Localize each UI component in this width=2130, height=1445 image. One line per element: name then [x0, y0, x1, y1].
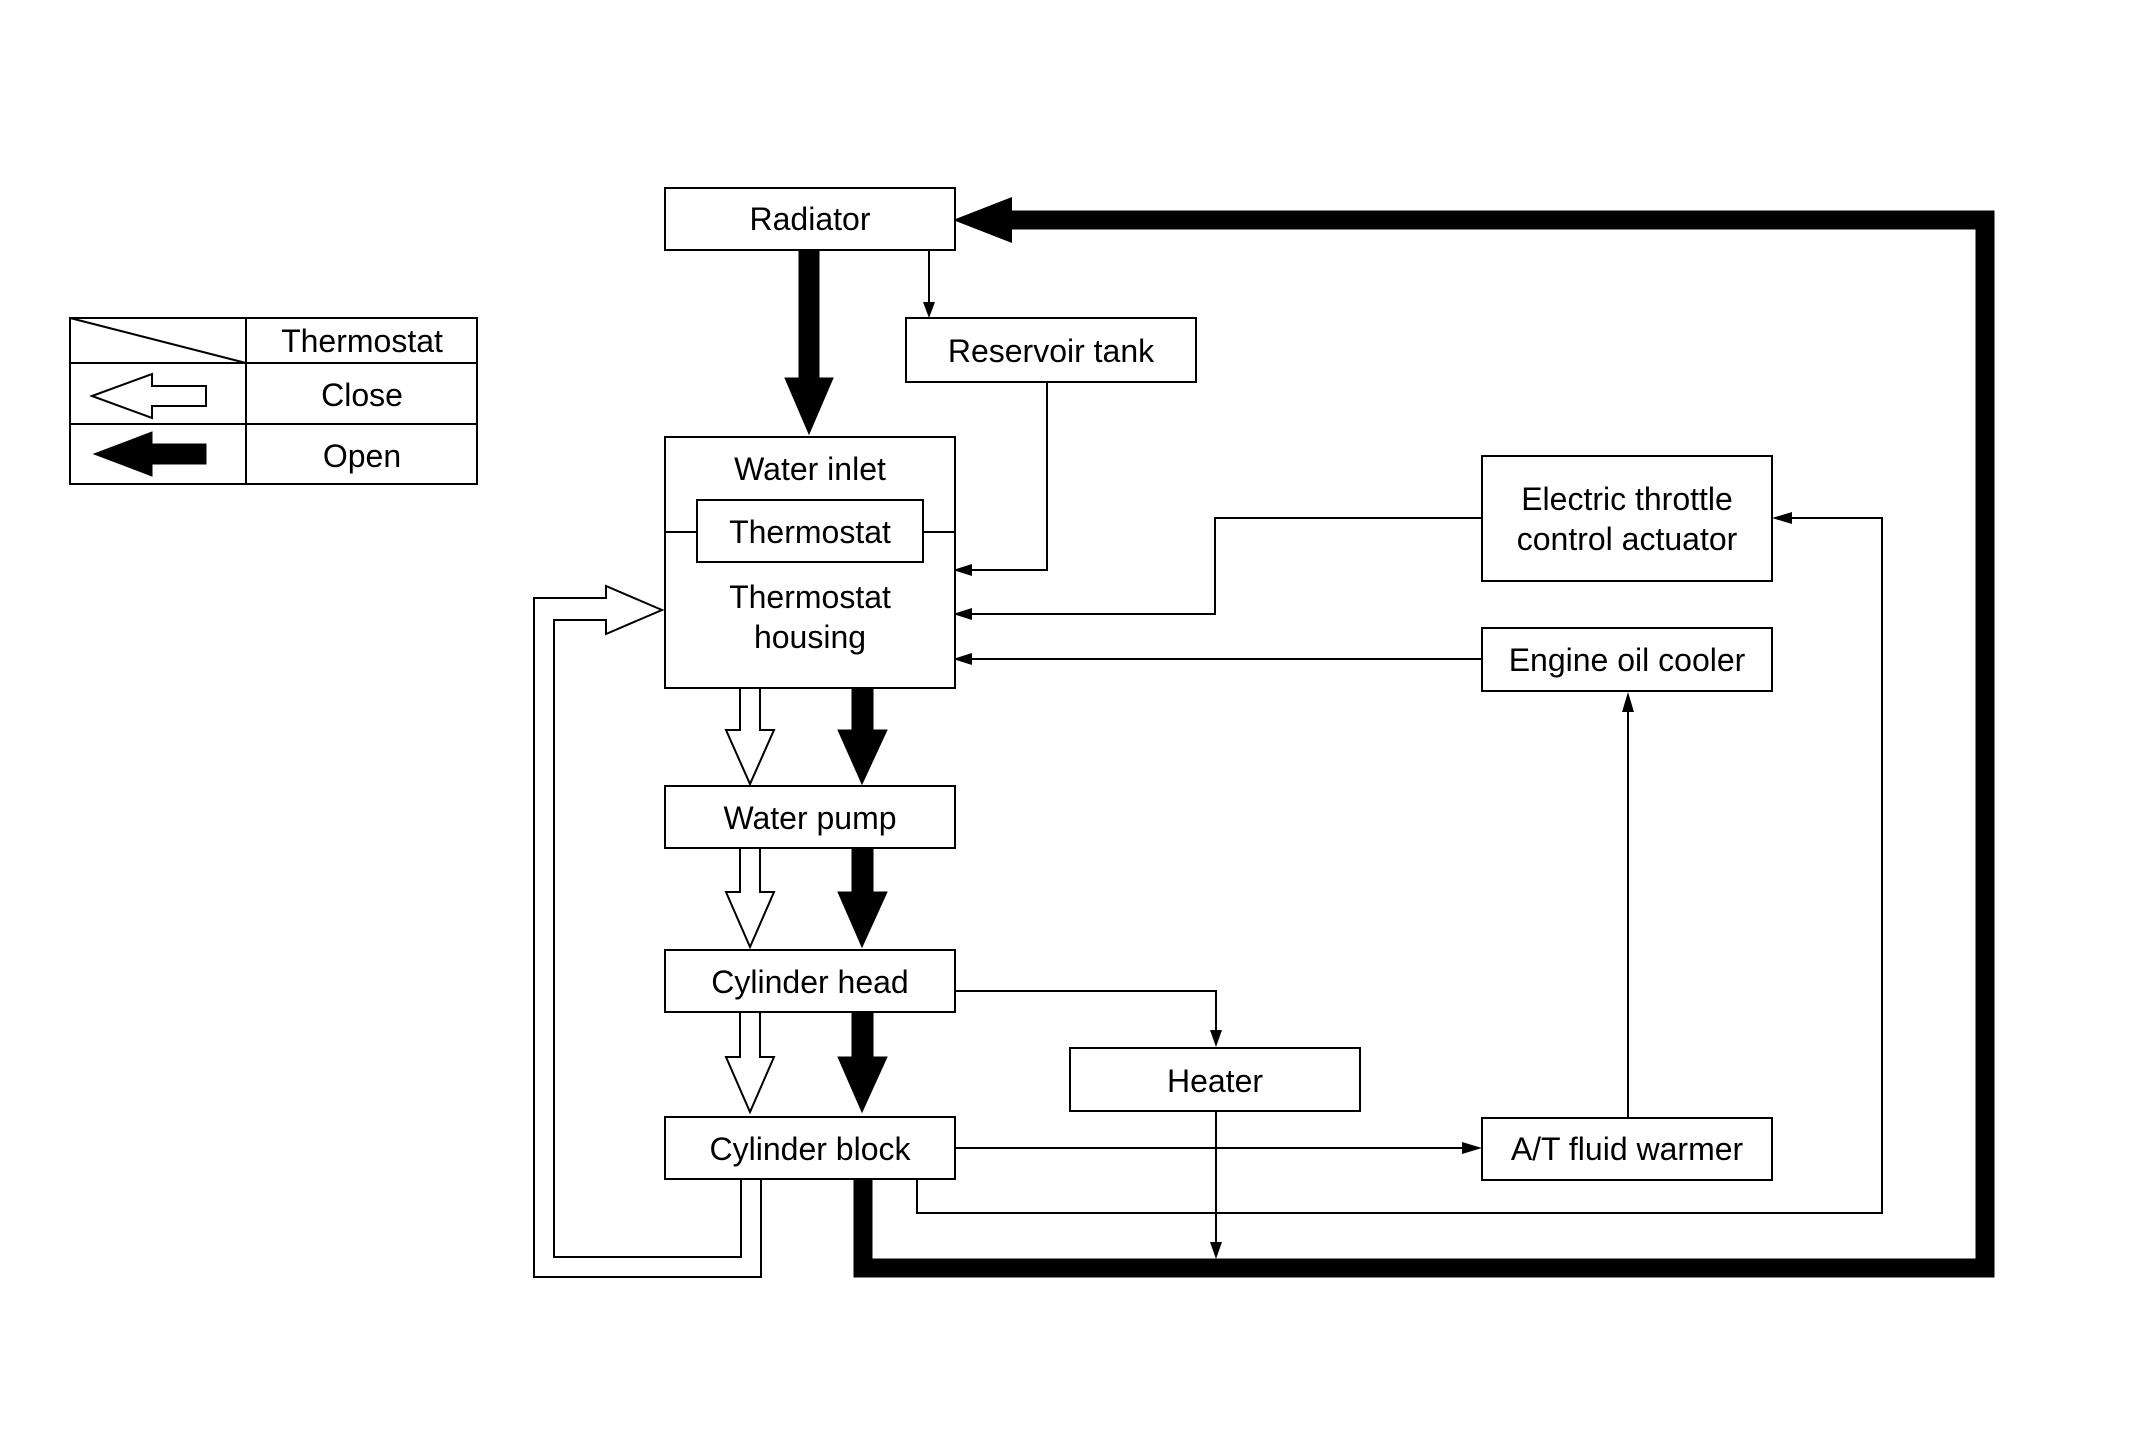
throttle-arrowhead: [1772, 512, 1792, 524]
reservoir-tank-label: Reservoir tank: [948, 333, 1155, 369]
thermostat-housing-box: Water inlet Thermostat Thermostat housin…: [664, 436, 956, 689]
electric-throttle-label-line1: Electric throttle: [1521, 481, 1733, 517]
reservoir-arrowhead: [923, 302, 935, 318]
water-inlet-label: Water inlet: [734, 451, 886, 487]
closed-arrow-head-to-block: [724, 1010, 776, 1115]
legend-diagonal: [69, 317, 247, 364]
legend-header: Thermostat: [281, 323, 443, 359]
heater-arrowhead: [1210, 1030, 1222, 1047]
open-arrow-head-to-block: [837, 1010, 888, 1114]
electric-throttle-label-line2: control actuator: [1517, 521, 1738, 557]
hollow-arrow-icon: [89, 372, 207, 420]
at-fluid-warmer-label: A/T fluid warmer: [1511, 1131, 1744, 1167]
solid-arrow-icon: [92, 431, 207, 477]
open-circuit: [784, 197, 1995, 1278]
closed-arrow-housing-to-pump: [724, 687, 776, 787]
throttle-housing-arrowhead: [953, 608, 972, 620]
radiator-label: Radiator: [750, 201, 871, 237]
heater-label: Heater: [1167, 1063, 1263, 1099]
cylinder-block-label: Cylinder block: [710, 1131, 912, 1167]
water-pump-label: Water pump: [723, 800, 896, 836]
throttle-to-housing-line: [972, 517, 1482, 615]
thermostat-housing-label-line1: Thermostat: [729, 579, 891, 615]
engine-oil-cooler-box: Engine oil cooler: [1481, 627, 1773, 692]
block-to-throttle-line: [916, 517, 1883, 1214]
components: Radiator Reservoir tank Water inlet Ther…: [664, 187, 1773, 1181]
reservoir-housing-arrowhead: [953, 564, 972, 576]
cylinder-head-label: Cylinder head: [711, 964, 908, 1000]
head-to-heater-line: [955, 990, 1217, 1031]
bypass-return-arrow: [533, 584, 762, 1278]
radiator-box: Radiator: [664, 187, 956, 251]
radiator-return-line: [853, 210, 1995, 1278]
radiator-return-arrowhead: [953, 197, 1012, 243]
heater-box: Heater: [1069, 1047, 1361, 1112]
open-arrow-housing-to-pump: [837, 687, 888, 786]
heater-return-arrowhead: [1210, 1242, 1222, 1259]
closed-arrow-pump-to-head: [724, 847, 776, 950]
reservoir-tank-box: Reservoir tank: [905, 317, 1197, 383]
water-pump-box: Water pump: [664, 785, 956, 849]
legend-open-label: Open: [323, 438, 401, 474]
legend: Thermostat Close Open: [69, 317, 478, 485]
reservoir-to-housing-line: [972, 382, 1048, 571]
thermostat-box: [696, 499, 924, 563]
closed-circuit: [533, 584, 776, 1278]
oilcooler-housing-arrowhead: [953, 653, 972, 665]
thermostat-housing-label-line2: housing: [754, 619, 866, 655]
at-fluid-warmer-box: A/T fluid warmer: [1481, 1117, 1773, 1181]
engine-oil-cooler-label: Engine oil cooler: [1509, 642, 1746, 678]
cylinder-block-box: Cylinder block: [664, 1116, 956, 1180]
radiator-to-inlet-arrow: [784, 250, 834, 436]
oilcooler-arrowhead: [1622, 692, 1634, 712]
legend-close-label: Close: [321, 377, 403, 413]
open-arrow-pump-to-head: [837, 847, 888, 949]
cylinder-head-box: Cylinder head: [664, 949, 956, 1013]
thin-flow-lines: [916, 250, 1883, 1259]
thermostat-label: Thermostat: [729, 514, 891, 550]
electric-throttle-box: Electric throttle control actuator: [1481, 455, 1773, 582]
atwarmer-arrowhead: [1462, 1142, 1482, 1154]
